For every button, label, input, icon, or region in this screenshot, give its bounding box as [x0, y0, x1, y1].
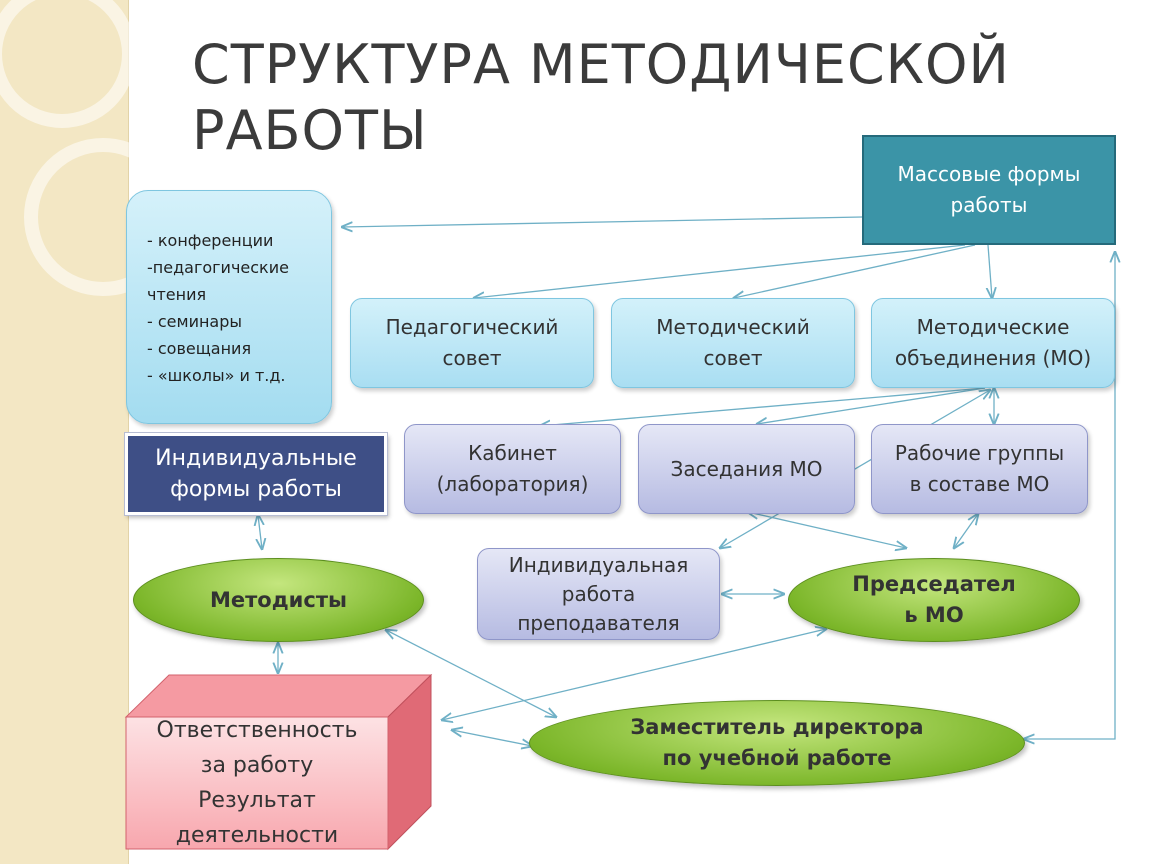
list-item: чтения	[147, 285, 207, 304]
page-title: СТРУКТУРА МЕТОДИЧЕСКОЙ РАБОТЫ	[192, 33, 1010, 162]
working-groups-box: Рабочие группы в составе МО	[871, 424, 1088, 514]
list-item: - «школы» и т.д.	[147, 366, 286, 385]
pedagogical-council-box: Педагогический совет	[350, 298, 594, 388]
list-item: - конференции	[147, 231, 274, 250]
individual-teacher-work-box: Индивидуальная работа преподавателя	[477, 548, 720, 640]
list-item: - совещания	[147, 339, 252, 358]
mo-chair-oval: Председател ь МО	[788, 558, 1080, 642]
methodical-associations-box: Методические объединения (МО)	[871, 298, 1115, 388]
deputy-director-oval: Заместитель директора по учебной работе	[529, 700, 1025, 786]
cabinet-laboratory-box: Кабинет (лаборатория)	[404, 424, 621, 514]
responsibility-text: Ответственность за работу Результат деят…	[156, 718, 358, 848]
methodical-council-box: Методический совет	[611, 298, 855, 388]
mass-forms-box: Массовые формы работы	[862, 135, 1116, 245]
list-item: -педагогические	[147, 258, 289, 277]
mo-meetings-box: Заседания МО	[638, 424, 855, 514]
list-item: - семинары	[147, 312, 243, 331]
methodists-oval: Методисты	[133, 558, 424, 642]
individual-forms-box: Индивидуальные формы работы	[125, 433, 387, 515]
mass-forms-list: - конференции -педагогические чтения - с…	[126, 190, 332, 424]
